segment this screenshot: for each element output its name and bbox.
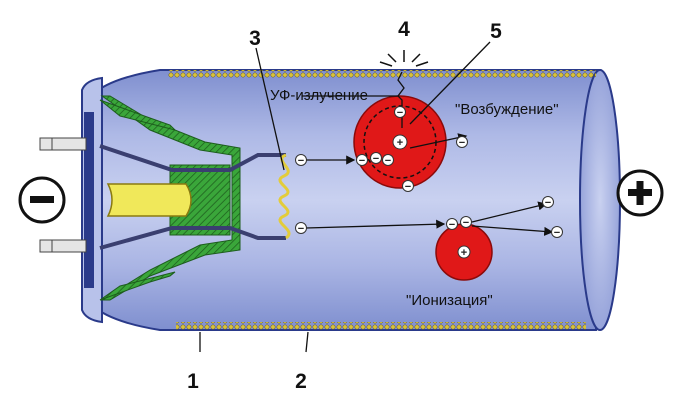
electron: − — [295, 222, 307, 235]
filament-coil — [278, 153, 291, 240]
electron: − — [460, 216, 472, 229]
lamp-pins — [39, 137, 87, 253]
label-excitation: "Возбуждение" — [455, 101, 559, 118]
electron: − — [356, 154, 368, 167]
electron: − — [542, 196, 554, 209]
svg-text:−: − — [359, 155, 365, 167]
electron: − — [370, 152, 382, 165]
electron: − — [382, 154, 394, 167]
svg-text:−: − — [449, 219, 455, 231]
base-plate — [84, 112, 94, 288]
svg-text:−: − — [298, 223, 304, 235]
svg-text:−: − — [298, 155, 304, 167]
label-number-1: 1 — [187, 370, 199, 393]
positive-terminal — [616, 169, 664, 217]
svg-text:−: − — [397, 107, 403, 119]
electrons: − − − − − − − − − − − − — [295, 106, 563, 239]
atom-ionization: + — [435, 223, 493, 281]
electron: − — [402, 180, 414, 193]
electron: − — [394, 106, 406, 119]
minus-icon — [30, 196, 54, 203]
nucleus-plus-ion: + — [461, 247, 467, 259]
svg-text:−: − — [373, 153, 379, 165]
nucleus-plus: + — [397, 137, 403, 149]
svg-text:−: − — [385, 155, 391, 167]
tube-end-cap — [579, 69, 621, 331]
label-number-2: 2 — [295, 370, 307, 393]
electron: − — [446, 218, 458, 231]
phosphor-coating-top — [168, 70, 596, 78]
negative-terminal — [18, 176, 66, 224]
label-ionization: "Ионизация" — [406, 292, 493, 309]
atom-excitation: + — [353, 95, 447, 189]
svg-text:−: − — [545, 197, 551, 209]
electron: − — [551, 226, 563, 239]
uv-burst-icon — [379, 50, 429, 67]
electron: − — [295, 154, 307, 167]
label-number-5: 5 — [490, 20, 502, 43]
label-number-3: 3 — [249, 27, 261, 50]
svg-text:−: − — [459, 137, 465, 149]
label-number-4: 4 — [398, 18, 410, 41]
electron: − — [456, 136, 468, 149]
svg-text:−: − — [554, 227, 560, 239]
label-uv-radiation: УФ-излучение — [270, 87, 368, 104]
svg-text:−: − — [405, 181, 411, 193]
svg-text:−: − — [463, 217, 469, 229]
electron-paths — [199, 41, 554, 353]
phosphor-coating-bottom — [176, 322, 586, 330]
glass-stem — [106, 183, 192, 217]
electrode-assembly — [99, 95, 286, 301]
